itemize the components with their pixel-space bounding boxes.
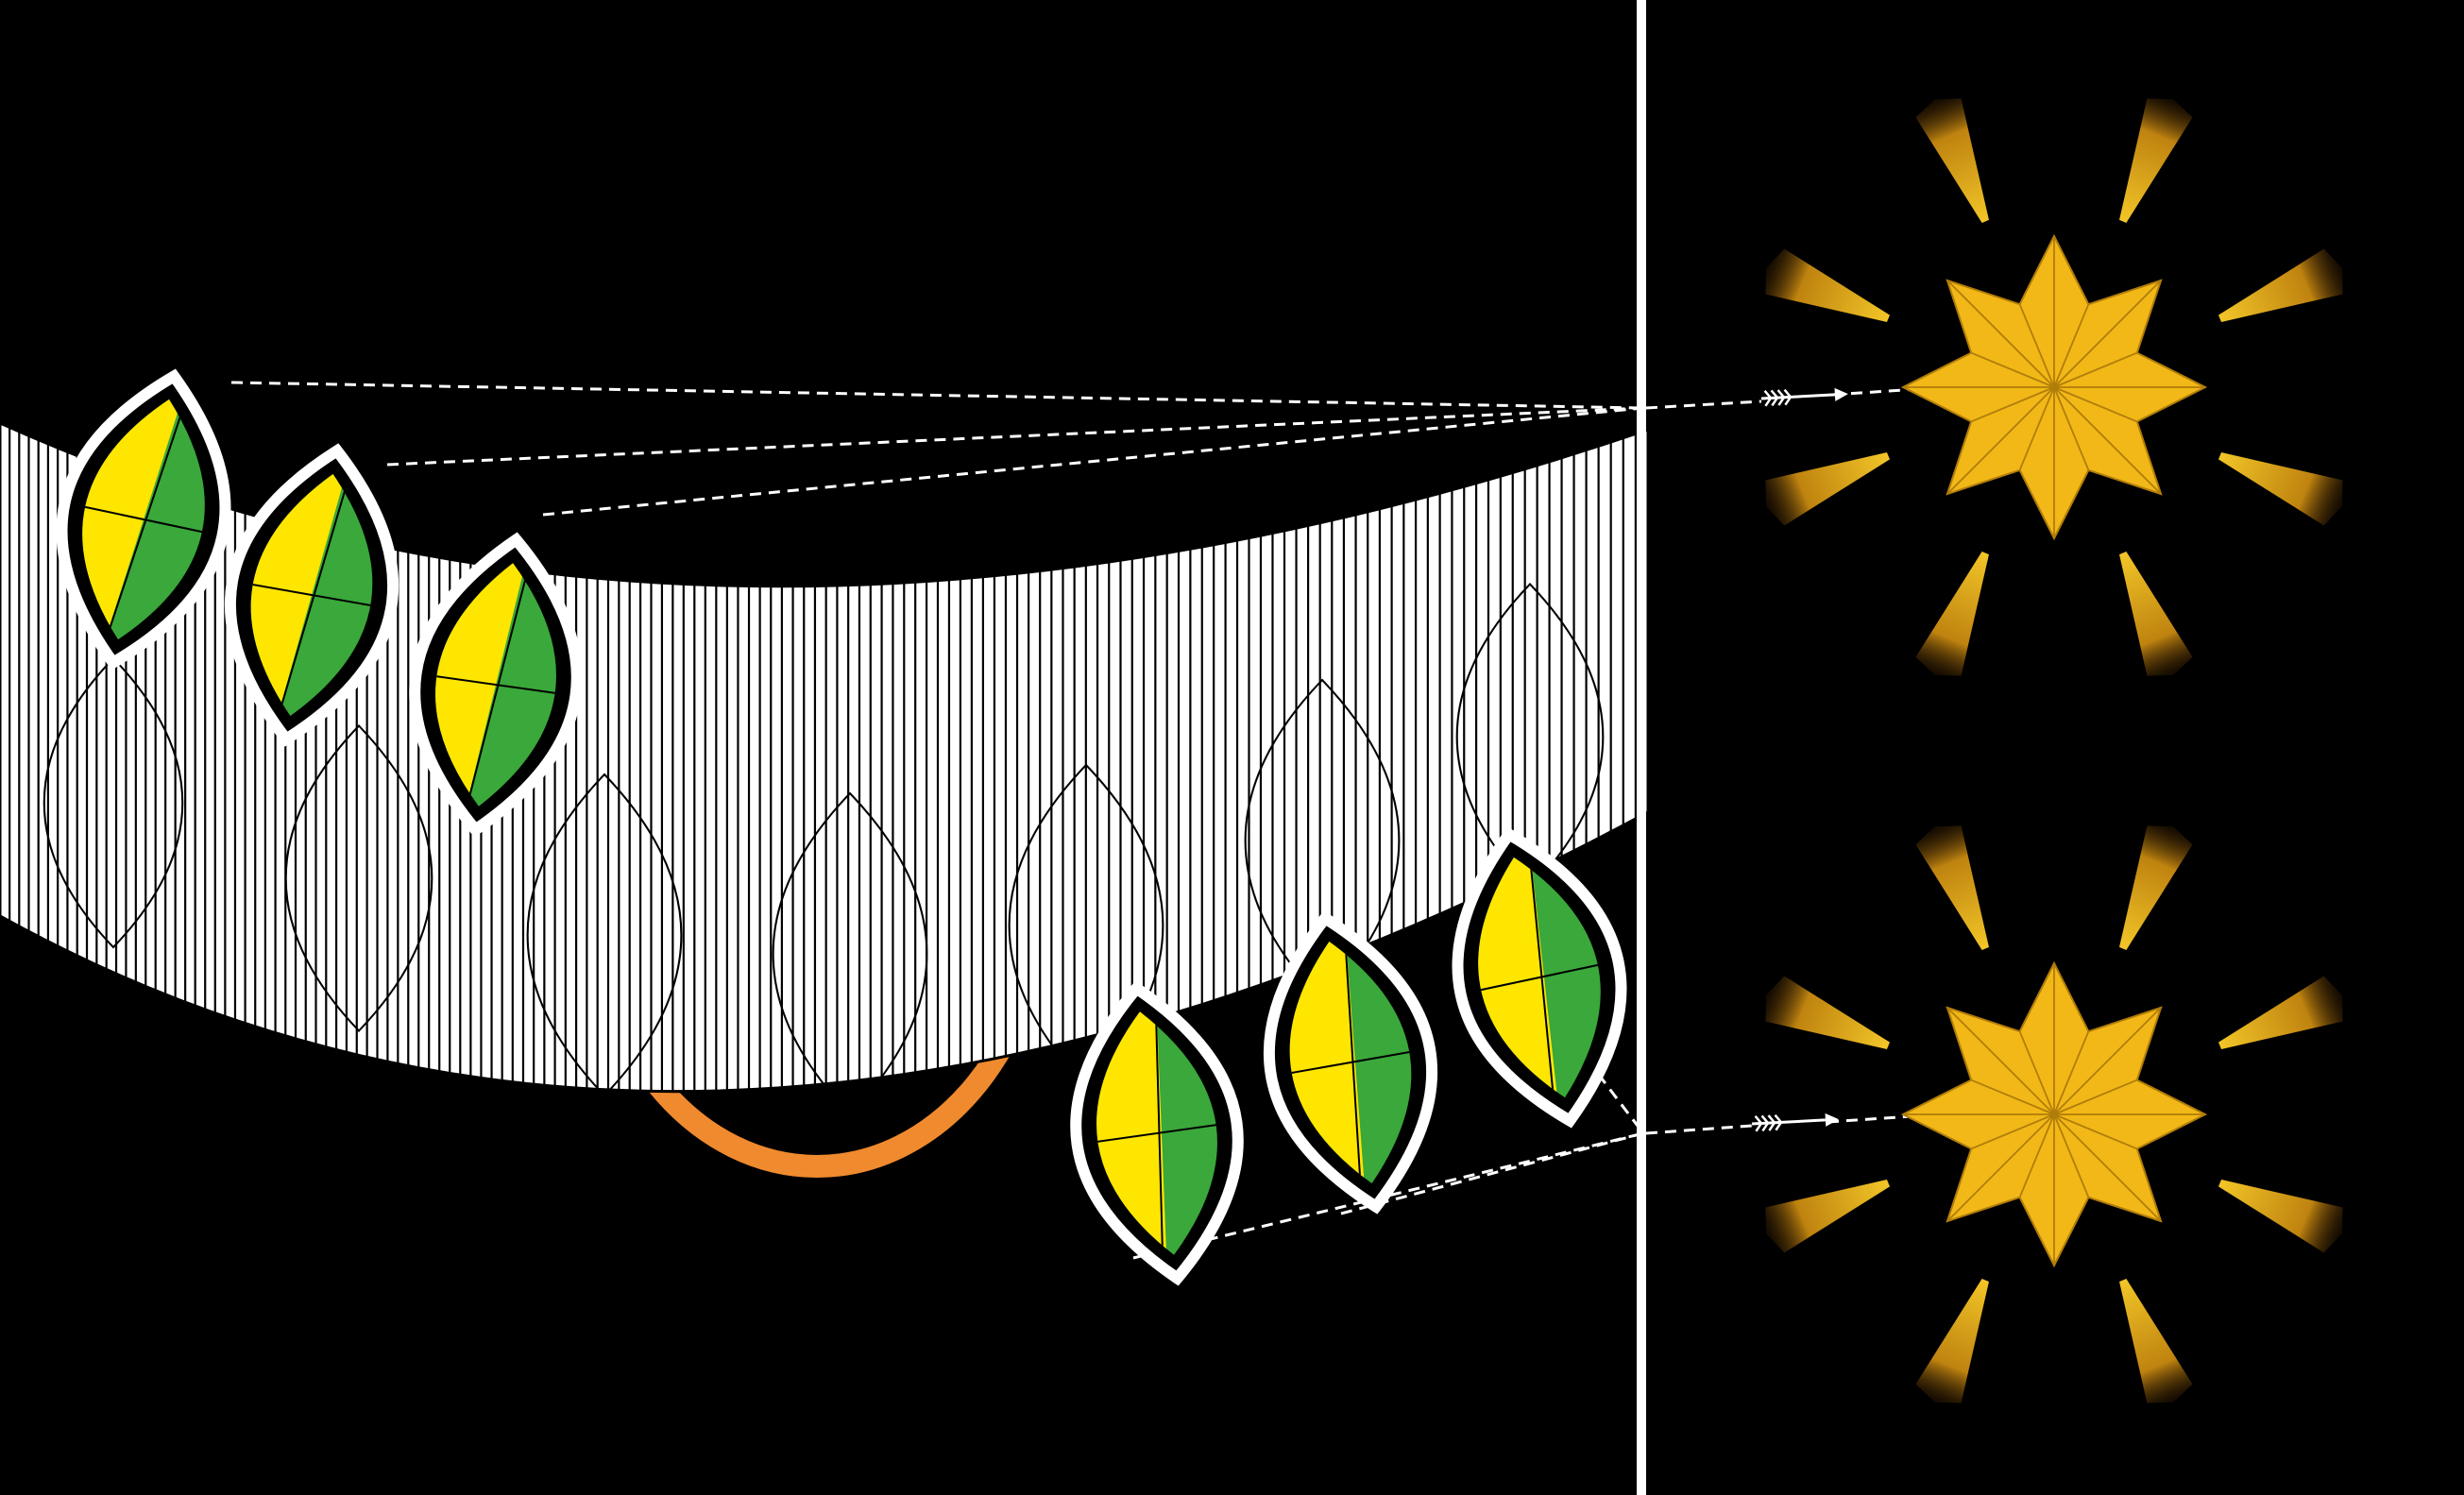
star-ray	[1765, 248, 1890, 322]
star-ray	[1765, 1180, 1890, 1253]
star-ray	[2218, 976, 2343, 1049]
star-ray	[1915, 1279, 1989, 1403]
lower-sight-lines	[1132, 983, 1645, 1260]
star-ray	[2218, 452, 2343, 526]
almond-eye-icon	[409, 532, 583, 838]
star-ray	[2119, 552, 2193, 676]
star-ray	[1915, 552, 1989, 676]
star-ray	[2218, 1180, 2343, 1253]
star-sight-lines	[1645, 387, 1918, 1135]
star-ray	[2119, 98, 2193, 223]
star-ray	[2218, 248, 2343, 322]
star-ray	[1915, 825, 1989, 950]
star-ray	[1915, 98, 1989, 223]
vertical-divider	[1637, 0, 1646, 1495]
almond-eye-icon	[224, 443, 399, 747]
star-ray	[2119, 825, 2193, 950]
star-ray	[1765, 976, 1890, 1049]
upper-sight-lines	[230, 381, 1644, 517]
curved-band	[0, 421, 1650, 1094]
star-ray	[2119, 1279, 2193, 1403]
star-ray	[1765, 452, 1890, 526]
lower-arrow-icon	[1751, 1113, 1839, 1132]
upper-star-icon	[1765, 98, 2343, 676]
lower-star-icon	[1765, 825, 2343, 1403]
upper-arrow-icon	[1760, 387, 1848, 407]
